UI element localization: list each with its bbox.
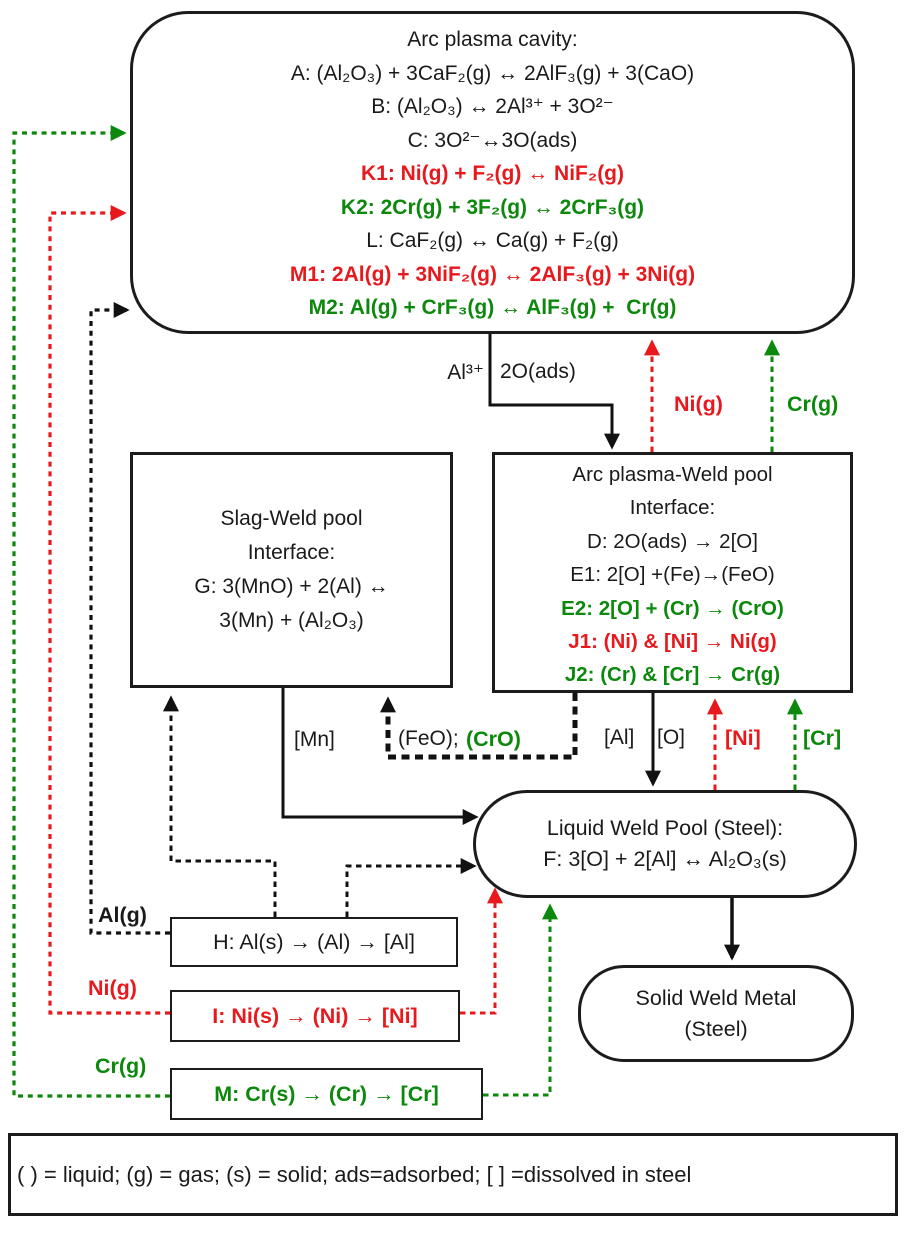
interface-title-2: Interface: bbox=[629, 496, 716, 520]
arrow-hbox-to-slag bbox=[163, 695, 277, 917]
cavity-reaction-c: C: 3O²⁻↔3O(ads) bbox=[407, 128, 578, 152]
slag-title-2: Interface: bbox=[247, 541, 336, 564]
legend-text: ( ) = liquid; (g) = gas; (s) = solid; ad… bbox=[17, 1161, 692, 1187]
label-al3plus: Al³⁺ bbox=[447, 361, 484, 384]
m-reaction-box: M: Cr(s) → (Cr) → [Cr] bbox=[170, 1068, 483, 1120]
arrow-cavity-to-interface bbox=[488, 334, 620, 450]
pool-reaction-f: F: 3[O] + 2[Al] ↔ Al₂O₃(s) bbox=[543, 847, 787, 871]
interface-reaction-j1: J1: (Ni) & [Ni] → Ni(g) bbox=[568, 630, 777, 654]
arrow-ibox-to-pool bbox=[460, 887, 503, 1015]
cavity-reaction-a: A: (Al₂O₃) + 3CaF₂(g) ↔ 2AlF₃(g) + 3(CaO… bbox=[290, 61, 695, 85]
cavity-reaction-k2: K2: 2Cr(g) + 3F₂(g) ↔ 2CrF₃(g) bbox=[340, 195, 645, 219]
label-cr-gas-mid: Cr(g) bbox=[787, 392, 839, 416]
label-cro: (CrO) bbox=[466, 727, 521, 752]
legend-box: ( ) = liquid; (g) = gas; (s) = solid; ad… bbox=[8, 1133, 898, 1216]
solid-weld-metal-title-1: Solid Weld Metal bbox=[635, 985, 797, 1010]
slag-reaction-g-2: 3(Mn) + (Al₂O₃) bbox=[219, 609, 364, 632]
liquid-weld-pool-box: Liquid Weld Pool (Steel): F: 3[O] + 2[Al… bbox=[473, 790, 857, 898]
arrow-nig-ibox-to-cavity bbox=[48, 205, 170, 1015]
label-feo: (FeO); bbox=[398, 727, 459, 751]
arrow-alg-hbox-to-cavity bbox=[89, 302, 170, 935]
cavity-title: Arc plasma cavity: bbox=[407, 28, 578, 51]
interface-reaction-j2: J2: (Cr) & [Cr] → Cr(g) bbox=[564, 663, 781, 687]
arrow-interface-feo-cro-to-slag bbox=[380, 693, 578, 760]
label-ni-gas-mid: Ni(g) bbox=[674, 392, 723, 416]
arc-plasma-weld-pool-interface-box: Arc plasma-Weld pool Interface: D: 2O(ad… bbox=[492, 452, 853, 693]
cavity-reaction-k1: K1: Ni(g) + F₂(g) ↔ NiF₂(g) bbox=[360, 162, 625, 185]
arrow-mbox-to-pool bbox=[483, 903, 558, 1097]
i-reaction-box: I: Ni(s) → (Ni) → [Ni] bbox=[170, 990, 460, 1042]
h-reaction-box: H: Al(s) → (Al) → [Al] bbox=[170, 917, 458, 967]
label-ni-gas: Ni(g) bbox=[88, 976, 137, 1000]
solid-weld-metal-title-2: (Steel) bbox=[684, 1016, 748, 1041]
interface-reaction-d: D: 2O(ads) → 2[O] bbox=[587, 529, 758, 553]
slag-title-1: Slag-Weld pool bbox=[220, 507, 363, 530]
label-cr-dissolved: [Cr] bbox=[803, 726, 842, 750]
arrow-slag-mn-to-pool bbox=[281, 688, 479, 825]
interface-reaction-e1: E1: 2[O] +(Fe)→(FeO) bbox=[570, 563, 775, 587]
slag-reaction-g-1: G: 3(MnO) + 2(Al) ↔ bbox=[194, 575, 389, 598]
cavity-reaction-m2: M2: Al(g) + CrF₃(g) ↔ AlF₃(g) + Cr(g) bbox=[308, 296, 677, 319]
solid-weld-metal-box: Solid Weld Metal (Steel) bbox=[578, 965, 854, 1062]
label-mn: [Mn] bbox=[294, 728, 335, 751]
label-o-dissolved: [O] bbox=[657, 726, 686, 749]
label-al-dissolved: [Al] bbox=[604, 726, 635, 749]
interface-reaction-e2: E2: 2[O] + (Cr) → (CrO) bbox=[561, 596, 784, 620]
cavity-reaction-l: L: CaF₂(g) ↔ Ca(g) + F₂(g) bbox=[366, 229, 619, 252]
arc-plasma-cavity-box: Arc plasma cavity: A: (Al₂O₃) + 3CaF₂(g)… bbox=[130, 11, 855, 334]
label-al-gas: Al(g) bbox=[98, 903, 147, 927]
arrow-hbox-to-pool bbox=[345, 858, 477, 917]
label-ni-dissolved: [Ni] bbox=[725, 726, 761, 750]
cavity-reaction-m1: M1: 2Al(g) + 3NiF₂(g) ↔ 2AlF₃(g) + 3Ni(g… bbox=[289, 262, 696, 286]
slag-weld-pool-interface-box: Slag-Weld pool Interface: G: 3(MnO) + 2(… bbox=[130, 452, 453, 688]
pool-title: Liquid Weld Pool (Steel): bbox=[546, 816, 784, 840]
label-2o-ads: 2O(ads) bbox=[500, 360, 576, 383]
interface-title-1: Arc plasma-Weld pool bbox=[572, 463, 773, 486]
cavity-reaction-b: B: (Al₂O₃) ↔ 2Al³⁺ + 3O²⁻ bbox=[371, 95, 614, 118]
label-cr-gas: Cr(g) bbox=[95, 1054, 147, 1078]
arrow-crg-mbox-to-cavity bbox=[12, 125, 170, 1098]
